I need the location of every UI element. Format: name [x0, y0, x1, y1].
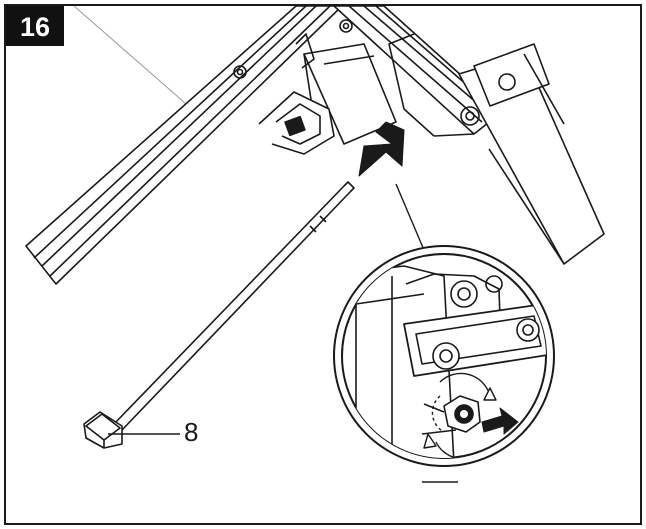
step-number: 16 [20, 12, 50, 42]
knob-part-8-detail [421, 395, 481, 435]
upright-plate [388, 33, 605, 265]
down-arrow-icon [358, 121, 405, 177]
assembly-diagram: 16 8 [4, 4, 642, 525]
callout-label-8: 8 [184, 417, 198, 447]
rail-frame [333, 5, 503, 135]
detail-pointer-line [395, 183, 425, 251]
diagonal-beam [25, 5, 343, 285]
step-badge: 16 [6, 6, 64, 46]
right-arrow-icon [481, 407, 519, 435]
diagram-canvas: 16 8 [4, 4, 642, 525]
motor-block [258, 33, 397, 155]
